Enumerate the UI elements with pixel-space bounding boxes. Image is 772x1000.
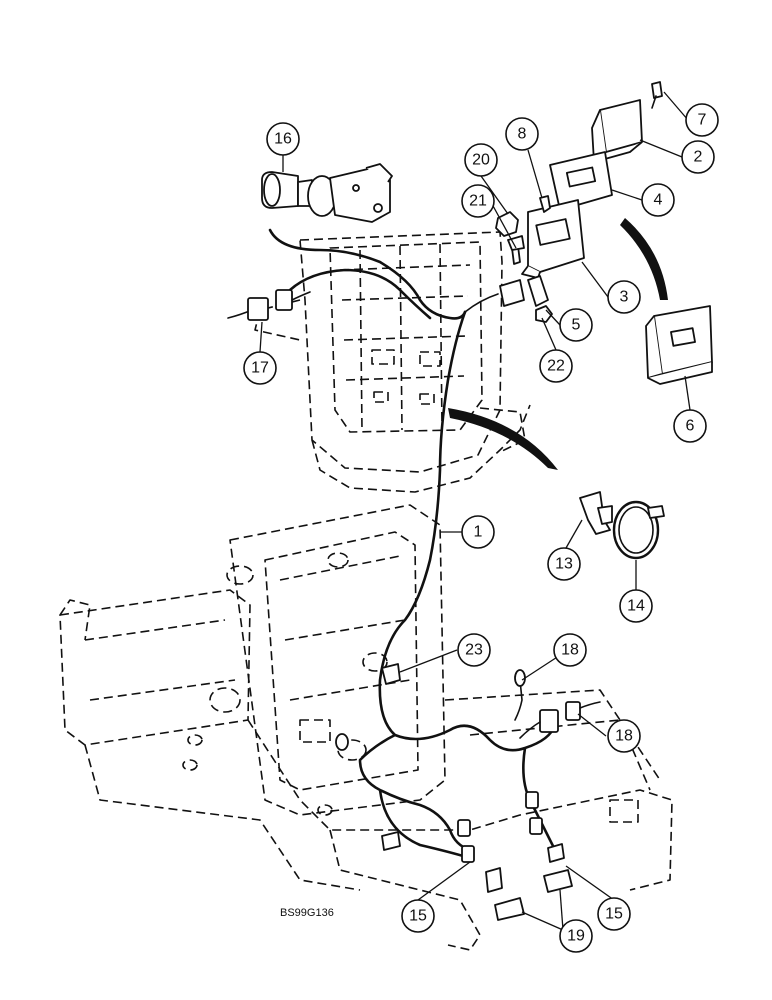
callout-label: 3 [620, 289, 629, 306]
callout-4: 4 [641, 183, 675, 217]
callout-15-left: 15 [401, 899, 435, 933]
callout-label: 15 [605, 906, 623, 923]
callout-18-lower: 18 [607, 719, 641, 753]
callout-label: 19 [567, 928, 585, 945]
callout-23: 23 [457, 633, 491, 667]
main-wire-harness [358, 310, 557, 860]
callout-label: 21 [469, 193, 487, 210]
harness-connectors-right [514, 669, 601, 739]
callout-label: 15 [409, 908, 427, 925]
callout-label: 23 [465, 642, 483, 659]
callout-label: 20 [472, 152, 490, 169]
callout-label: 6 [686, 418, 695, 435]
callout-label: 18 [561, 642, 579, 659]
callout-14: 14 [619, 589, 653, 623]
upper-branch-wire [464, 293, 499, 313]
view-arrow [620, 218, 668, 300]
drawing-reference: BS99G136 [280, 907, 334, 919]
controller-module [499, 81, 713, 385]
lower-frame [59, 504, 673, 951]
switch-assembly [261, 163, 393, 223]
callout-22: 22 [539, 349, 573, 383]
ground-connector [381, 663, 401, 685]
callout-label: 5 [572, 317, 581, 334]
callout-label: 13 [555, 556, 573, 573]
callout-15-right: 15 [597, 897, 631, 931]
callout-label: 14 [627, 598, 645, 615]
callout-label: 1 [474, 524, 483, 541]
callout-5: 5 [559, 308, 593, 342]
callout-19: 19 [559, 919, 593, 953]
clip-and-strap [579, 491, 665, 560]
callout-label: 22 [547, 358, 565, 375]
callout-label: 8 [518, 126, 527, 143]
callout-20: 20 [464, 143, 498, 177]
callout-7: 7 [685, 103, 719, 137]
callout-label: 18 [615, 728, 633, 745]
callout-13: 13 [547, 547, 581, 581]
callout-label: 7 [698, 112, 707, 129]
callout-label: 4 [654, 192, 663, 209]
callout-17: 17 [243, 351, 277, 385]
leader-lines [259, 91, 691, 931]
callout-16: 16 [266, 122, 300, 156]
callout-2: 2 [681, 140, 715, 174]
callout-1: 1 [461, 515, 495, 549]
callout-21: 21 [461, 184, 495, 218]
assembly-arrow [448, 408, 558, 470]
callout-3: 3 [607, 280, 641, 314]
sensors-bottom [335, 733, 573, 921]
callout-8: 8 [505, 117, 539, 151]
callout-18-upper: 18 [553, 633, 587, 667]
connector-pair [227, 289, 311, 321]
callout-label: 16 [274, 131, 292, 148]
callout-6: 6 [673, 409, 707, 443]
callout-label: 17 [251, 360, 269, 377]
upper-harness-loop [268, 228, 467, 320]
callout-label: 2 [694, 149, 703, 166]
